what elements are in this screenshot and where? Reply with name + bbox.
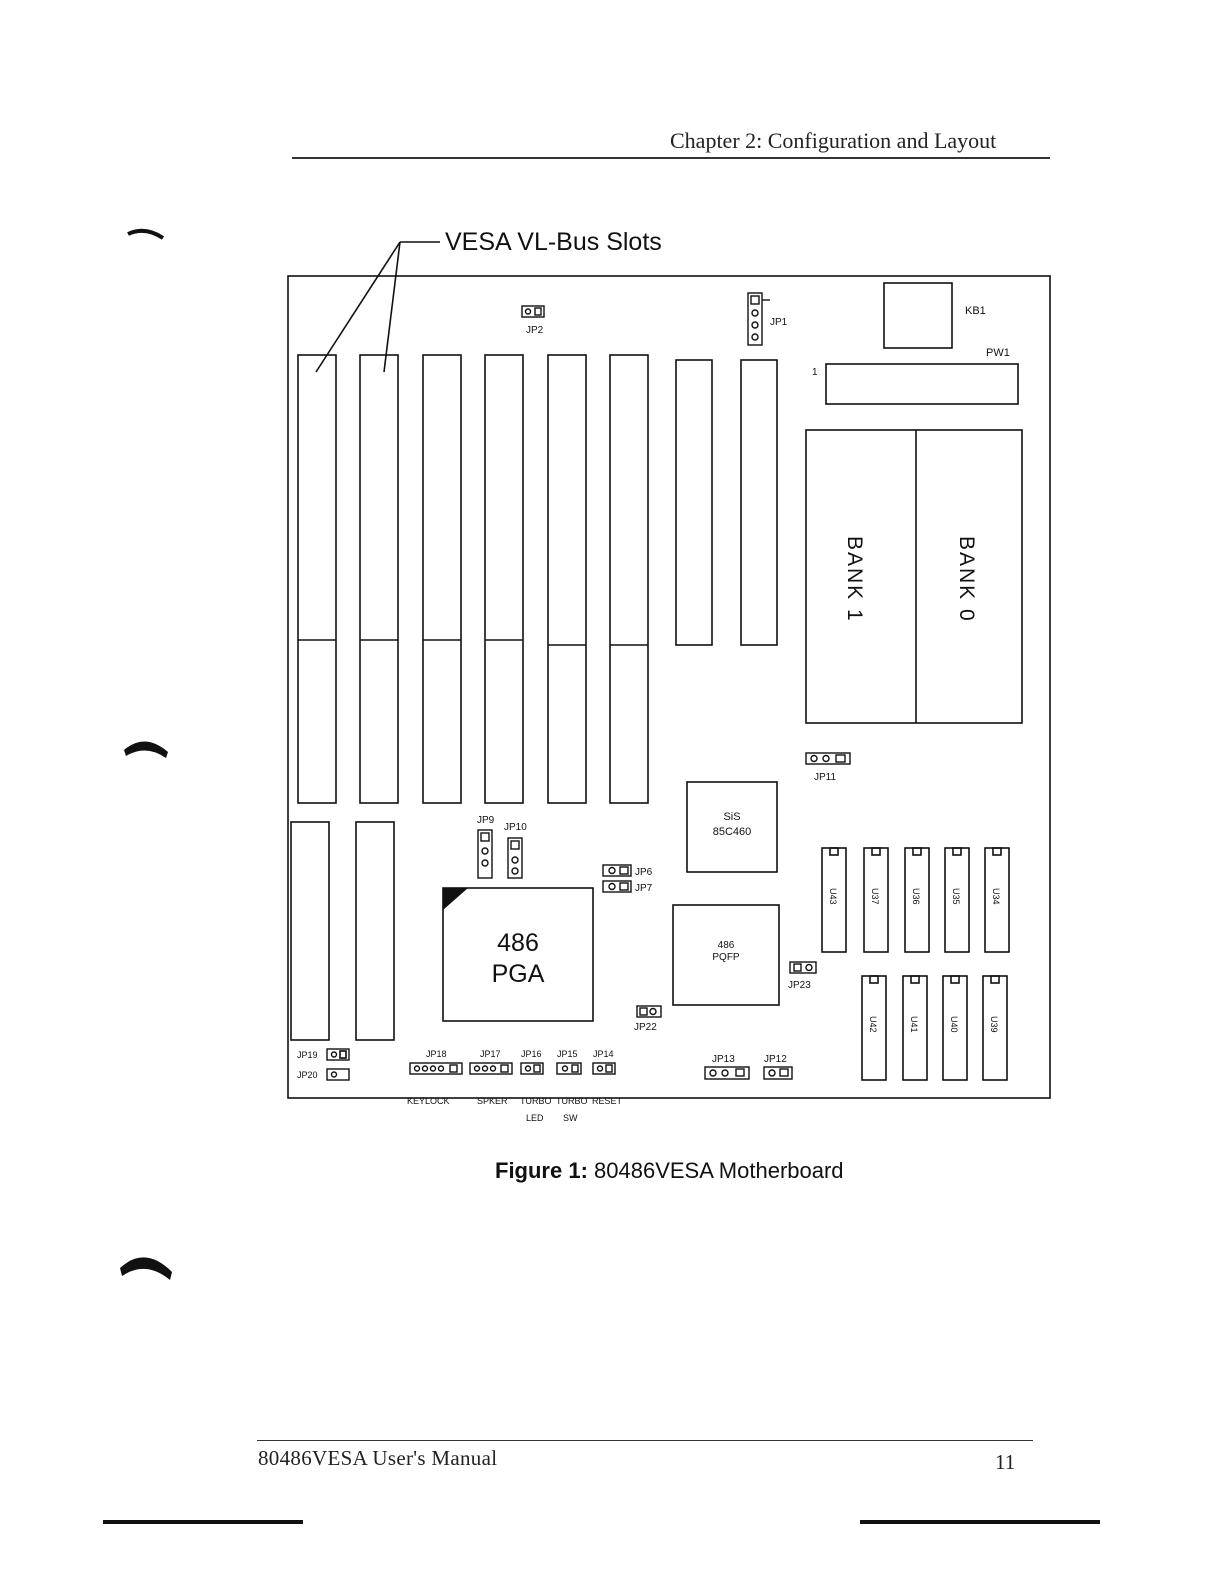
- reset-label: RESET: [592, 1096, 623, 1106]
- memory-bank-area: [805, 429, 1023, 724]
- jp20-label: JP20: [297, 1070, 318, 1080]
- figure-caption: Figure 1: 80486VESA Motherboard: [495, 1158, 844, 1184]
- speaker-label: SPKER: [477, 1096, 508, 1106]
- jp23-label: JP23: [788, 980, 811, 991]
- u37-label: U37: [870, 888, 880, 905]
- jp18-label: JP18: [426, 1049, 447, 1059]
- figure-number: Figure 1:: [495, 1158, 588, 1183]
- pw1-label: PW1: [986, 347, 1010, 359]
- jumper-blocks: [326, 292, 851, 1081]
- jp11-label: JP11: [814, 772, 836, 783]
- turbo-led-label-1: TURBO: [520, 1096, 552, 1106]
- footer-title: 80486VESA User's Manual: [258, 1446, 498, 1470]
- jp15-label: JP15: [557, 1049, 578, 1059]
- u39-label: U39: [989, 1016, 999, 1033]
- jp14-label: JP14: [593, 1049, 614, 1059]
- jp2-label: JP2: [526, 325, 544, 336]
- scan-edge-right: [860, 1520, 1100, 1524]
- sis-chipset: [686, 781, 778, 873]
- sis-label-2: 85C460: [713, 826, 752, 838]
- jp12-label: JP12: [764, 1054, 787, 1065]
- jp13-label: JP13: [712, 1054, 735, 1065]
- turbo-sw-label-1: TURBO: [556, 1096, 588, 1106]
- pqfp-label-2: PQFP: [712, 952, 740, 963]
- header-rule: [292, 157, 1050, 159]
- jp19-label: JP19: [297, 1050, 318, 1060]
- bank0-label: BANK 0: [955, 536, 978, 623]
- u40-label: U40: [949, 1016, 959, 1033]
- u42-label: U42: [868, 1016, 878, 1033]
- pga-label-1: 486: [497, 929, 539, 957]
- sis-label-1: SiS: [723, 811, 740, 823]
- jp6-label: JP6: [635, 867, 653, 878]
- cpu-486-pga: [442, 887, 594, 1022]
- pqfp-label-1: 486: [718, 940, 735, 951]
- pw1-pin-label: 1: [812, 367, 818, 378]
- pga-pin1-marker: [443, 888, 468, 910]
- kb1-label: KB1: [965, 305, 986, 317]
- u34-label: U34: [991, 888, 1001, 905]
- jp9-label: JP9: [477, 815, 495, 826]
- jp1-label: JP1: [770, 317, 788, 328]
- bank1-label: BANK 1: [843, 536, 866, 623]
- footer-rule: [257, 1440, 1033, 1441]
- jp7-label: JP7: [635, 883, 653, 894]
- u41-label: U41: [909, 1016, 919, 1033]
- jp16-label: JP16: [521, 1049, 542, 1059]
- power-connector: [825, 363, 1019, 405]
- page-number: 11: [995, 1450, 1016, 1474]
- u35-label: U35: [951, 888, 961, 905]
- cpu-486-pqfp: [672, 904, 780, 1006]
- keyboard-connector: [883, 282, 953, 349]
- jp10-label: JP10: [504, 822, 527, 833]
- jp22-label: JP22: [634, 1022, 657, 1033]
- u43-label: U43: [828, 888, 838, 905]
- pga-label-2: PGA: [492, 960, 545, 988]
- u36-label: U36: [911, 888, 921, 905]
- figure-title: 80486VESA Motherboard: [594, 1158, 844, 1183]
- expansion-slots: [290, 354, 778, 1041]
- turbo-led-label-2: LED: [526, 1113, 544, 1123]
- callout-leaders: [315, 241, 440, 373]
- rom-sockets: [821, 847, 1010, 1081]
- jp17-label: JP17: [480, 1049, 501, 1059]
- scan-edge-left: [103, 1520, 303, 1524]
- chapter-header: Chapter 2: Configuration and Layout: [670, 128, 997, 153]
- callout-label: VESA VL-Bus Slots: [445, 228, 662, 256]
- board-outline: [287, 275, 1051, 1099]
- keylock-label: KEYLOCK: [407, 1096, 450, 1106]
- turbo-sw-label-2: SW: [563, 1113, 578, 1123]
